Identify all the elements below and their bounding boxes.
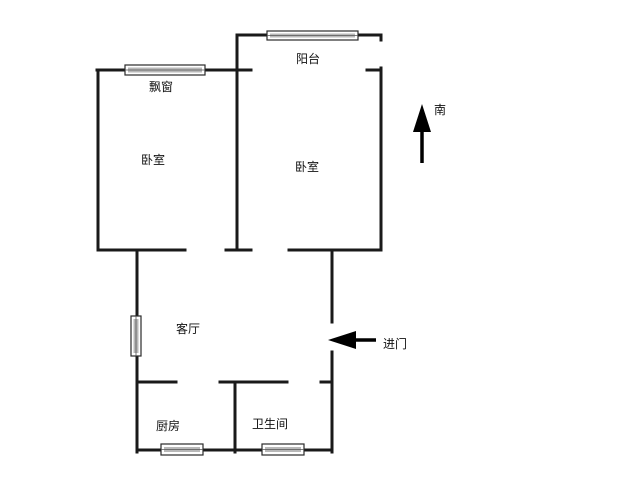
kitchen-label: 厨房 — [156, 418, 180, 433]
kitchen-window — [160, 443, 204, 456]
living-room-label: 客厅 — [176, 321, 200, 336]
bay-window — [124, 64, 206, 76]
bedroom-right-label: 卧室 — [295, 159, 319, 174]
bay-window-label: 飘窗 — [149, 80, 173, 94]
walls — [95, 33, 383, 454]
south-label: 南 — [434, 102, 446, 117]
bathroom-window — [261, 443, 305, 456]
bedroom-left-label: 卧室 — [141, 152, 165, 167]
room-labels: 阳台 飘窗 卧室 卧室 客厅 厨房 卫生间 进门 南 — [141, 51, 446, 433]
living-room-window — [130, 315, 142, 357]
windows — [124, 30, 359, 456]
up-arrow-icon — [413, 104, 431, 163]
entrance-label: 进门 — [383, 336, 407, 351]
left-arrow-icon — [328, 331, 376, 349]
balcony-window — [266, 30, 359, 41]
balcony-label: 阳台 — [296, 51, 320, 66]
bathroom-label: 卫生间 — [252, 417, 288, 431]
